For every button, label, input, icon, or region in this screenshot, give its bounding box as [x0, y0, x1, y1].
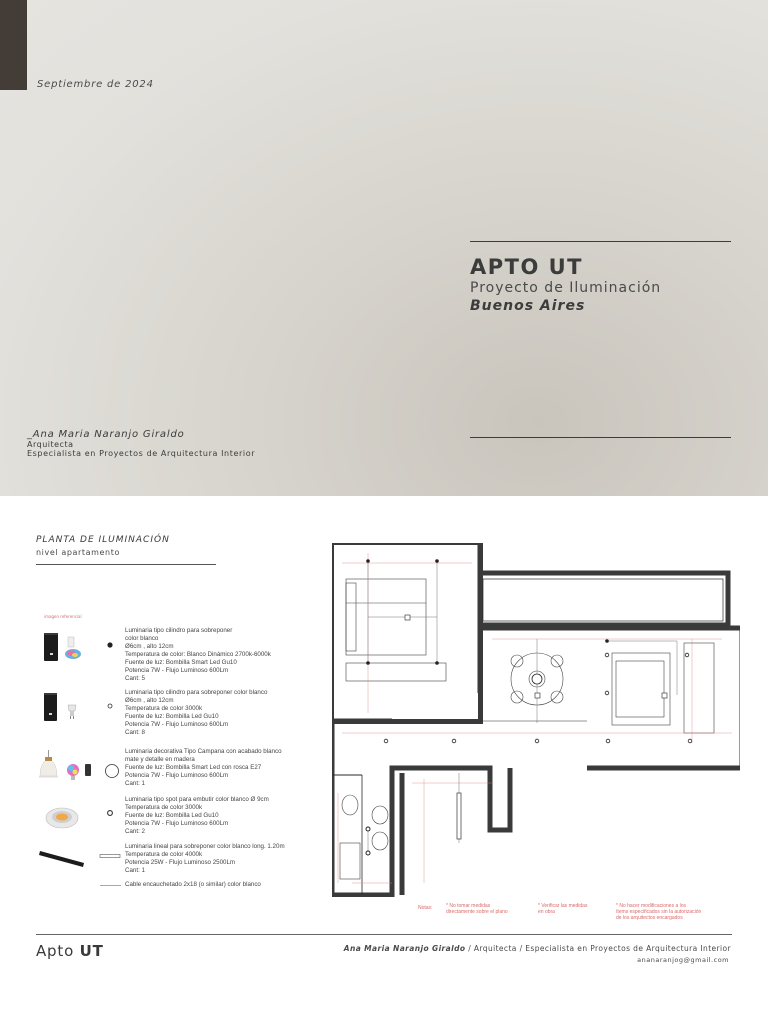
cover-date: Septiembre de 2024 — [37, 79, 154, 90]
title-bottom-rule — [470, 437, 731, 438]
linear-lamp-image — [39, 851, 84, 867]
legend-line: Fuente de luz: Bombilla Smart Led Gu10 — [125, 659, 237, 666]
legend-description: Luminaria tipo cilindro para sobreponer … — [125, 627, 325, 683]
legend-line: Cable encauchetado 2x18 (o similar) colo… — [125, 881, 261, 888]
legend-line: Temperatura de color 3000k — [125, 804, 203, 811]
note-verify: * Verificar las medidas en obra — [538, 903, 587, 915]
footer-brand: Apto UT — [36, 942, 104, 960]
legend-item-recessed-spot: Luminaria tipo spot para embutir color b… — [36, 796, 326, 836]
legend-line: Temperatura de color 4000k — [125, 851, 203, 858]
note-line: * Verificar las medidas — [538, 903, 588, 909]
footer-credit-roles: / Arquitecta / Especialista en Proyectos… — [465, 944, 731, 953]
cylinder-lamp-white-bulb-image — [44, 693, 77, 721]
legend-item-bell-pendant: Luminaria decorativa Tipo Campana con ac… — [36, 748, 326, 792]
cover-role: Arquitecta — [27, 440, 74, 449]
legend-line: color blanco — [125, 635, 159, 642]
legend-line: Cant: 2 — [125, 828, 145, 835]
legend-line: Potencia 7W - Flujo Luminoso 600Lm — [125, 820, 229, 827]
legend-line: Fuente de luz: Bombilla Smart Led con ro… — [125, 764, 262, 771]
bell-pendant-lamp-image — [39, 750, 91, 780]
cover-panel: Septiembre de 2024 APTO UT Proyecto de I… — [0, 0, 768, 496]
legend-item-cylinder-3000k: Luminaria tipo cilindro para sobreponer … — [36, 689, 326, 741]
legend-item-cable: Cable encauchetado 2x18 (o similar) colo… — [36, 881, 326, 891]
legend-item-linear: Luminaria lineal para sobreponer color b… — [36, 843, 326, 877]
hollow-dot-icon — [107, 703, 113, 709]
section-subtitle: nivel apartamento — [36, 548, 120, 557]
note-measurements: * No tomar medidas directamente sobre el… — [446, 903, 508, 915]
large-circle-icon — [105, 764, 119, 778]
legend-line: Ø6cm , alto 12cm — [125, 643, 174, 650]
legend-item-cylinder-smart: Luminaria tipo cilindro para sobreponer … — [36, 627, 326, 685]
cylinder-lamp-image — [44, 633, 81, 661]
section-title: PLANTA DE ILUMINACIÓN — [36, 535, 170, 545]
notes-label: Notas: — [418, 905, 433, 911]
legend-description: Luminaria tipo cilindro para sobreponer … — [125, 689, 325, 737]
legend-line: Luminaria lineal para sobreponer color b… — [125, 843, 285, 850]
footer-brand-light: Apto — [36, 942, 80, 960]
legend-line: Potencia 7W - Flujo Luminoso 600Lm — [125, 667, 229, 674]
ring-icon — [107, 810, 113, 816]
cover-title: APTO UT — [470, 255, 584, 279]
footer-credit: Ana Maria Naranjo Giraldo / Arquitecta /… — [344, 944, 731, 953]
legend-line: Temperatura de color: Blanco Dinámico 27… — [125, 651, 271, 658]
bedroom-walls — [332, 543, 483, 724]
section-rule — [36, 564, 216, 565]
note-line: ítems especificados sin la autorización — [616, 909, 702, 915]
cover-specialty: Especialista en Proyectos de Arquitectur… — [27, 449, 256, 458]
floor-plan-drawing — [332, 543, 740, 897]
filled-dot-icon — [107, 642, 113, 648]
accent-bar — [0, 0, 27, 90]
legend-line: Luminaria decorativa Tipo Campana con ac… — [125, 748, 282, 755]
note-line: directamente sobre el plano — [446, 909, 508, 915]
note-modifications: * No hacer modificaciones a los ítems es… — [616, 903, 701, 921]
footer-email: ananaranjog@gmail.com — [637, 956, 729, 964]
legend-description: Luminaria lineal para sobreponer color b… — [125, 843, 325, 875]
legend-line: Luminaria tipo spot para embutir color b… — [125, 796, 269, 803]
footer-credit-name: Ana Maria Naranjo Giraldo — [343, 944, 466, 953]
recessed-spot-image — [45, 807, 79, 829]
legend-description: Cable encauchetado 2x18 (o similar) colo… — [125, 881, 325, 889]
legend-line: Potencia 7W - Flujo Luminoso 600Lm — [125, 772, 229, 779]
reference-image-label: imagen referencial — [44, 614, 82, 619]
legend-line: Potencia 7W - Flujo Luminoso 600Lm — [125, 721, 229, 728]
legend-line: Cant: 1 — [125, 780, 145, 787]
legend-description: Luminaria decorativa Tipo Campana con ac… — [125, 748, 325, 788]
cover-city: Buenos Aires — [470, 298, 586, 314]
note-line: * No tomar medidas — [446, 903, 491, 909]
footer-rule — [36, 934, 732, 935]
legend-line: Temperatura de color 3000k — [125, 705, 203, 712]
linear-bar-icon — [99, 854, 121, 858]
cover-author: _Ana Maria Naranjo Giraldo — [27, 429, 185, 440]
title-top-rule — [470, 241, 731, 242]
legend-description: Luminaria tipo spot para embutir color b… — [125, 796, 325, 836]
legend-line: Cant: 1 — [125, 867, 145, 874]
legend-line: Luminaria tipo cilindro para sobreponer … — [125, 689, 268, 696]
note-line: en obra — [538, 909, 555, 915]
legend-line: Fuente de luz: Bombilla Led Gu10 — [125, 812, 219, 819]
legend-line: Cant: 8 — [125, 729, 145, 736]
legend-line: Fuente de luz: Bombilla Led Gu10 — [125, 713, 219, 720]
legend-line: mate y detalle en madera — [125, 756, 195, 763]
legend-line: Ø6cm , alto 12cm — [125, 697, 174, 704]
legend-line: Cant: 5 — [125, 675, 145, 682]
note-line: * No hacer modificaciones a los — [616, 903, 687, 909]
legend-line: Luminaria tipo cilindro para sobreponer — [125, 627, 233, 634]
cover-subtitle: Proyecto de Iluminación — [470, 280, 662, 296]
note-line: de los arquitectos encargados — [616, 915, 683, 921]
legend-line: Potencia 25W - Flujo Luminoso 2500Lm — [125, 859, 236, 866]
footer-brand-bold: UT — [79, 942, 104, 960]
cable-line-icon — [100, 885, 121, 886]
